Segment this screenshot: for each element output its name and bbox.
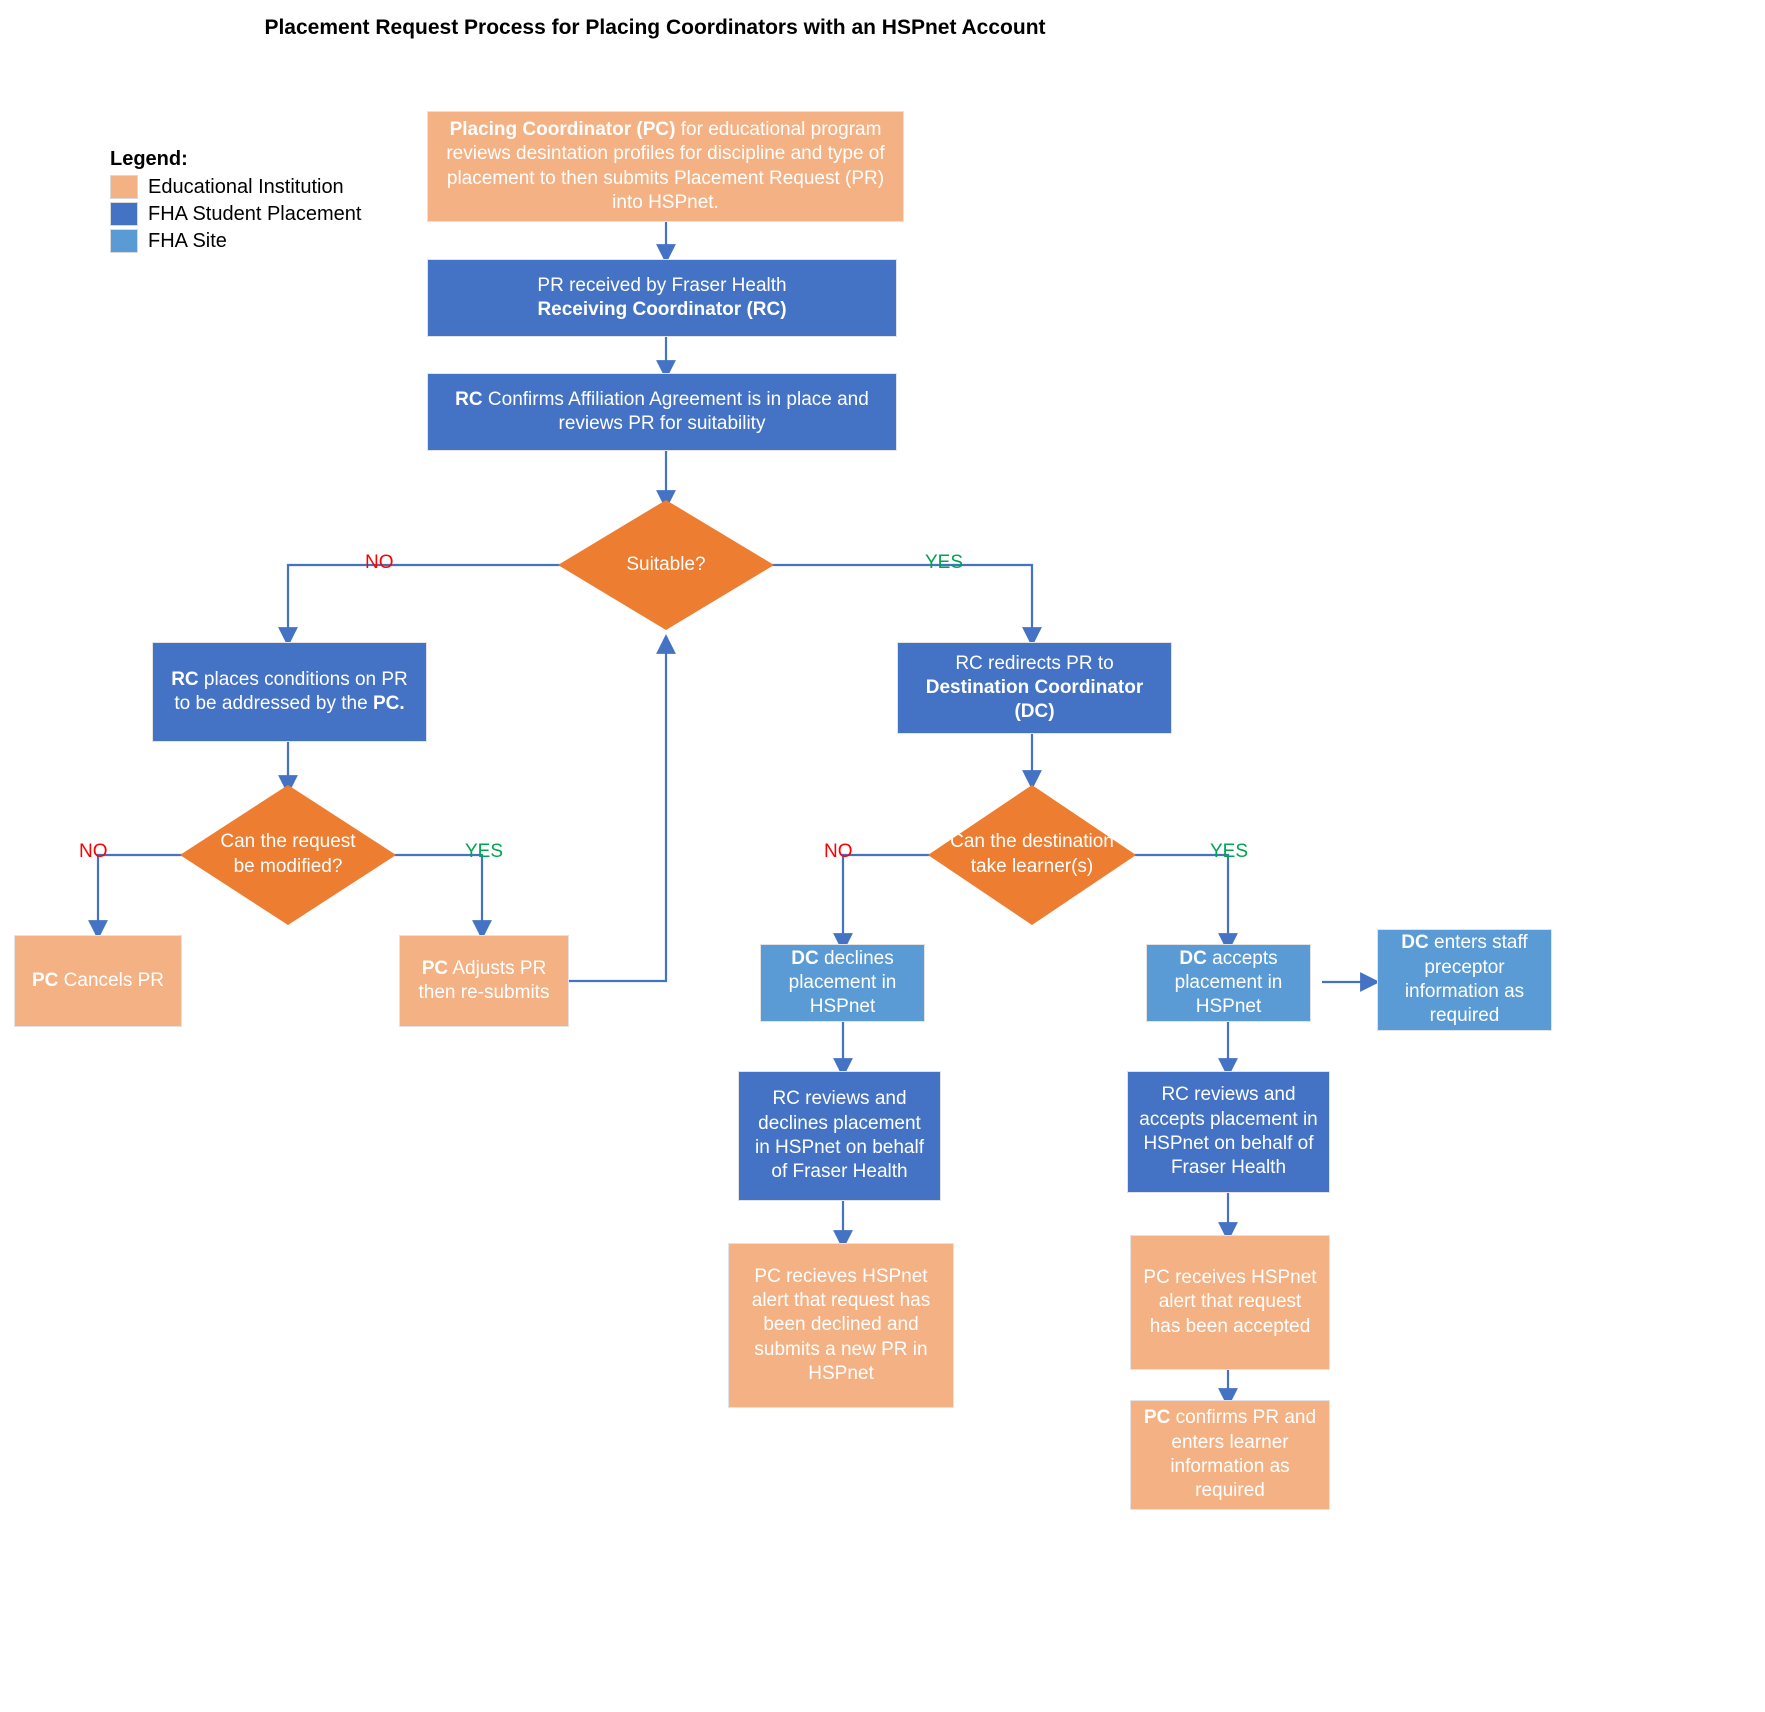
legend-swatch-fha-site (110, 229, 138, 253)
edge-label-suitable-no: NO (365, 552, 394, 573)
page-title: Placement Request Process for Placing Co… (264, 16, 1046, 39)
node-dc-declines-bold: DC (791, 947, 819, 969)
edge-label-learners-no: NO (824, 841, 853, 862)
legend-swatch-fha-student-placement (110, 202, 138, 226)
legend-label-fha-site: FHA Site (148, 229, 227, 252)
node-dc-accepts-bold: DC (1179, 947, 1207, 969)
node-dc-declines-text: declines placement in HSPnet (788, 947, 897, 1018)
node-pc-confirms-bold: PC (1143, 1407, 1171, 1429)
legend-item-fha-site: FHA Site (110, 229, 361, 253)
edge-label-suitable-yes: YES (925, 552, 964, 573)
node-decision-can-take-learners-line1: Can the destination (950, 831, 1114, 853)
node-pc-alert-accepted[interactable]: PC receives HSPnet alert that request ha… (1130, 1235, 1330, 1370)
node-rc-redirects[interactable]: RC redirects PR to Destination Coordinat… (897, 642, 1172, 734)
node-pc-confirms[interactable]: PC confirms PR and enters learner inform… (1130, 1400, 1330, 1510)
node-pc-alert-accepted-text: PC receives HSPnet alert that request ha… (1143, 1267, 1317, 1337)
node-pr-received-line1: PR received by Fraser Health (537, 274, 787, 296)
node-decision-suitable-label: Suitable? (626, 553, 706, 575)
node-decision-can-modify-line2: be modified? (233, 856, 343, 877)
node-pc-adjusts-text: Adjusts PR then re-submits (418, 957, 550, 1003)
node-rc-accepts[interactable]: RC reviews and accepts placement in HSPn… (1127, 1071, 1330, 1193)
node-pc-adjusts[interactable]: PC Adjusts PR then re-submits (399, 935, 569, 1027)
edge-label-learners-yes: YES (1210, 841, 1249, 862)
node-pc-submits[interactable]: Placing Coordinator (PC) for educational… (427, 111, 904, 222)
node-dc-accepts[interactable]: DC accepts placement in HSPnet (1146, 944, 1311, 1022)
legend-heading: Legend: (110, 148, 188, 170)
node-dc-preceptor-text: enters staff preceptor information as re… (1404, 932, 1528, 1027)
node-rc-declines-text: RC reviews and declines placement in HSP… (754, 1088, 924, 1183)
node-rc-conditions[interactable]: RC places conditions on PR to be address… (152, 642, 427, 742)
legend-label-fha-student-placement: FHA Student Placement (148, 202, 362, 225)
node-pc-cancels-bold: PC (31, 969, 59, 991)
node-pc-cancels[interactable]: PC Cancels PR (14, 935, 182, 1027)
node-decision-can-modify[interactable]: Can the request be modified? (180, 785, 396, 925)
node-dc-preceptor-bold: DC (1401, 932, 1429, 954)
node-dc-declines[interactable]: DC declines placement in HSPnet (760, 944, 925, 1022)
legend-label-educational-institution: Educational Institution (148, 175, 344, 198)
node-pc-alert-declined-text: PC recieves HSPnet alert that request ha… (751, 1265, 931, 1384)
node-decision-can-modify-line1: Can the request (220, 831, 356, 853)
legend: Legend: Educational Institution FHA Stud… (110, 148, 361, 256)
node-pc-submits-text: for educational program reviews desintat… (446, 118, 885, 213)
edge-label-modify-no: NO (79, 841, 108, 862)
node-rc-confirms[interactable]: RC Confirms Affiliation Agreement is in … (427, 373, 897, 451)
node-rc-declines[interactable]: RC reviews and declines placement in HSP… (738, 1071, 941, 1201)
node-dc-preceptor[interactable]: DC enters staff preceptor information as… (1377, 929, 1552, 1031)
node-pr-received-line2: Receiving Coordinator (RC) (537, 299, 787, 320)
legend-swatch-educational-institution (110, 175, 138, 199)
legend-item-fha-student-placement: FHA Student Placement (110, 202, 361, 226)
node-decision-can-take-learners[interactable]: Can the destination take learner(s) (928, 785, 1136, 925)
node-decision-can-take-learners-line2: take learner(s) (970, 856, 1094, 877)
node-pc-adjusts-bold: PC (421, 957, 449, 979)
node-rc-accepts-text: RC reviews and accepts placement in HSPn… (1139, 1084, 1318, 1179)
node-pc-confirms-text: confirms PR and enters learner informati… (1170, 1407, 1317, 1502)
node-dc-accepts-text: accepts placement in HSPnet (1174, 947, 1283, 1018)
node-decision-suitable[interactable]: Suitable? (558, 500, 774, 630)
node-pc-alert-declined[interactable]: PC recieves HSPnet alert that request ha… (728, 1243, 954, 1408)
node-pc-cancels-text: Cancels PR (58, 969, 164, 991)
node-rc-confirms-bold: RC (455, 388, 483, 410)
edge-label-modify-yes: YES (465, 841, 504, 862)
node-pc-submits-bold: Placing Coordinator (PC) (449, 118, 676, 140)
node-rc-confirms-text: Confirms Affiliation Agreement is in pla… (482, 388, 869, 434)
legend-item-educational-institution: Educational Institution (110, 175, 361, 199)
